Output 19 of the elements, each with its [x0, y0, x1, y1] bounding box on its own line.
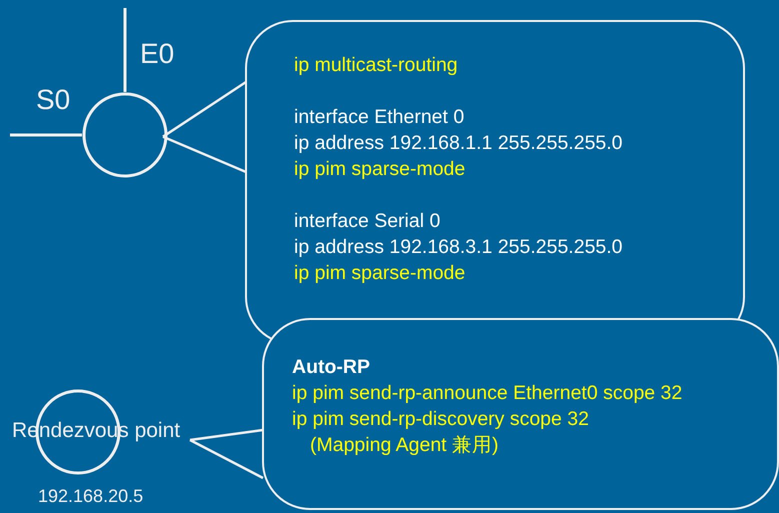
config-line: ip pim send-rp-discovery scope 32 [292, 407, 590, 432]
callout-bubble [262, 318, 779, 510]
config-line: interface Ethernet 0 [294, 105, 466, 130]
config-line: ip multicast-routing [294, 53, 459, 78]
config-line: ip pim sparse-mode [294, 157, 466, 182]
interface-label: S0 [36, 84, 70, 116]
config-line: ip address 192.168.1.1 255.255.255.0 [294, 131, 624, 156]
heading: Auto-RP [292, 355, 371, 380]
callout-tail [188, 428, 264, 480]
interface-line [10, 134, 82, 136]
callout-tail [162, 80, 248, 174]
ip-address-label: 192.168.20.5 [38, 486, 144, 507]
config-line: interface Serial 0 [294, 209, 442, 234]
interface-line [124, 8, 126, 92]
config-line: (Mapping Agent 兼用) [310, 433, 500, 458]
config-line: ip pim send-rp-announce Ethernet0 scope 32 [292, 381, 684, 406]
config-line: ip pim sparse-mode [294, 261, 466, 286]
interface-label: E0 [140, 38, 174, 70]
config-line: ip address 192.168.3.1 255.255.255.0 [294, 235, 624, 260]
